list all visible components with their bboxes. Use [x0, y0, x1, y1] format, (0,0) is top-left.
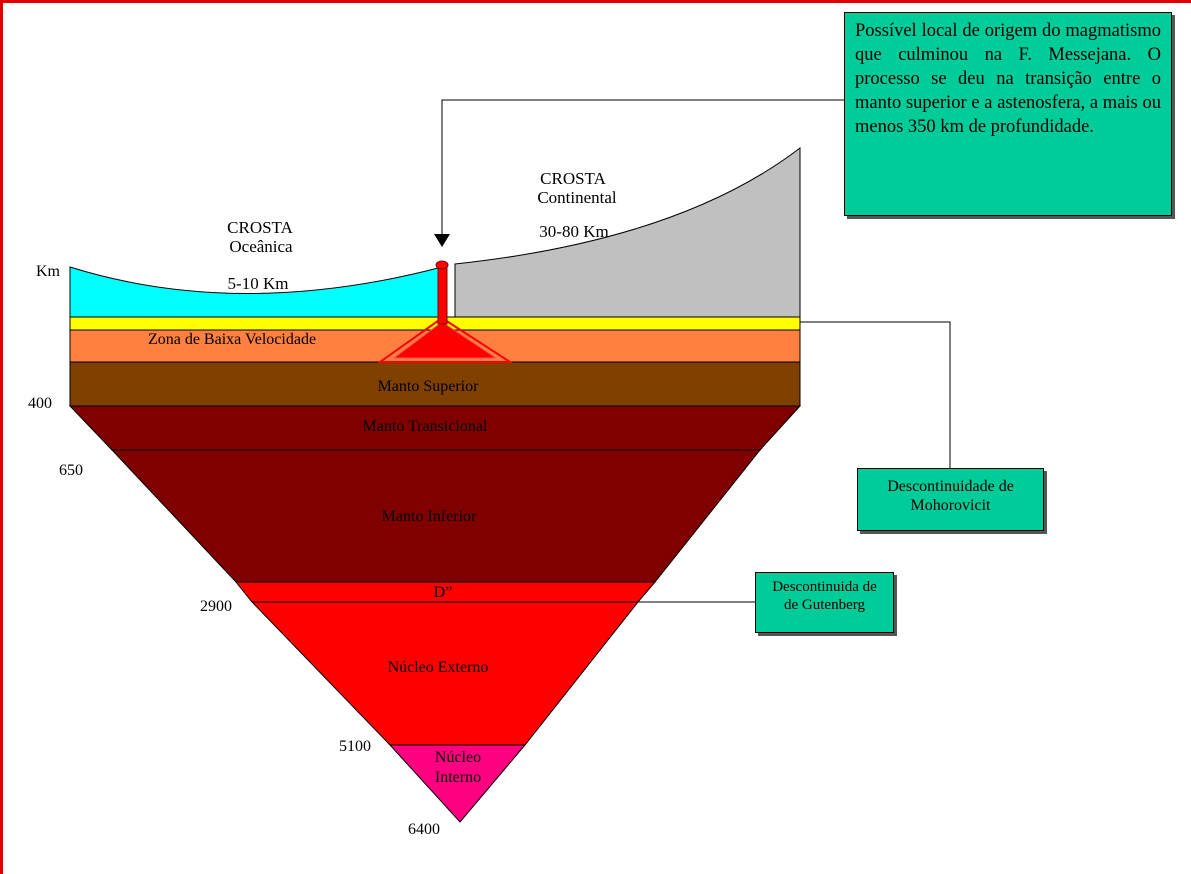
moho-callout-box: Descontinuidade de Mohorovicit [857, 468, 1044, 531]
depth-tick-400: 400 [28, 395, 52, 412]
gutenberg-callout-line2: de Gutenberg [784, 597, 865, 613]
outer-core-label: Núcleo Externo [388, 659, 489, 676]
lower-mantle-label: Manto Inferior [382, 508, 477, 525]
magma-plume-outline [376, 316, 514, 363]
gutenberg-callout-line1: Descontinuida de [772, 579, 877, 595]
continental-crust-title: CROSTA [540, 169, 606, 188]
moho-callout-line [800, 321, 951, 468]
moho-callout-line1: Descontinuidade de [887, 478, 1014, 495]
magma-top [435, 260, 449, 270]
gutenberg-callout-box: Descontinuida de de Gutenberg [755, 572, 894, 633]
depth-tick-5100: 5100 [339, 738, 371, 755]
continental-crust [454, 146, 801, 318]
depth-tick-2900: 2900 [200, 598, 232, 615]
upper-mantle-label: Manto Superior [378, 378, 480, 395]
inner-core-label-line1: Núcleo [435, 749, 481, 766]
origin-callout-box: Possível local de origem do magmatismo q… [844, 12, 1172, 216]
origin-callout-text: Possível local de origem do magmatismo q… [855, 21, 1161, 137]
inner-core-label-line2: Interno [435, 769, 481, 786]
origin-arrow-head [434, 234, 450, 247]
low-velocity-label: Zona de Baixa Velocidade [148, 331, 316, 348]
oceanic-crust-thickness: 5-10 Km [228, 274, 289, 293]
transition-mantle-label: Manto Transicional [363, 418, 488, 435]
origin-callout-line [441, 99, 845, 234]
oceanic-crust-subtitle: Oceânica [229, 237, 293, 256]
continental-crust-subtitle: Continental [537, 188, 617, 207]
depth-tick-6400: 6400 [408, 821, 440, 838]
oceanic-crust-title: CROSTA [227, 218, 293, 237]
upper-mantle-layer [69, 361, 801, 407]
depth-unit-label: Km [36, 263, 61, 280]
magma-chamber [392, 321, 498, 359]
magma-conduit [437, 263, 448, 325]
continental-crust-thickness: 30-80 Km [539, 222, 608, 241]
depth-tick-650: 650 [59, 462, 83, 479]
d-double-prime-label: D” [434, 584, 453, 601]
moho-callout-line2: Mohorovicit [910, 497, 991, 514]
